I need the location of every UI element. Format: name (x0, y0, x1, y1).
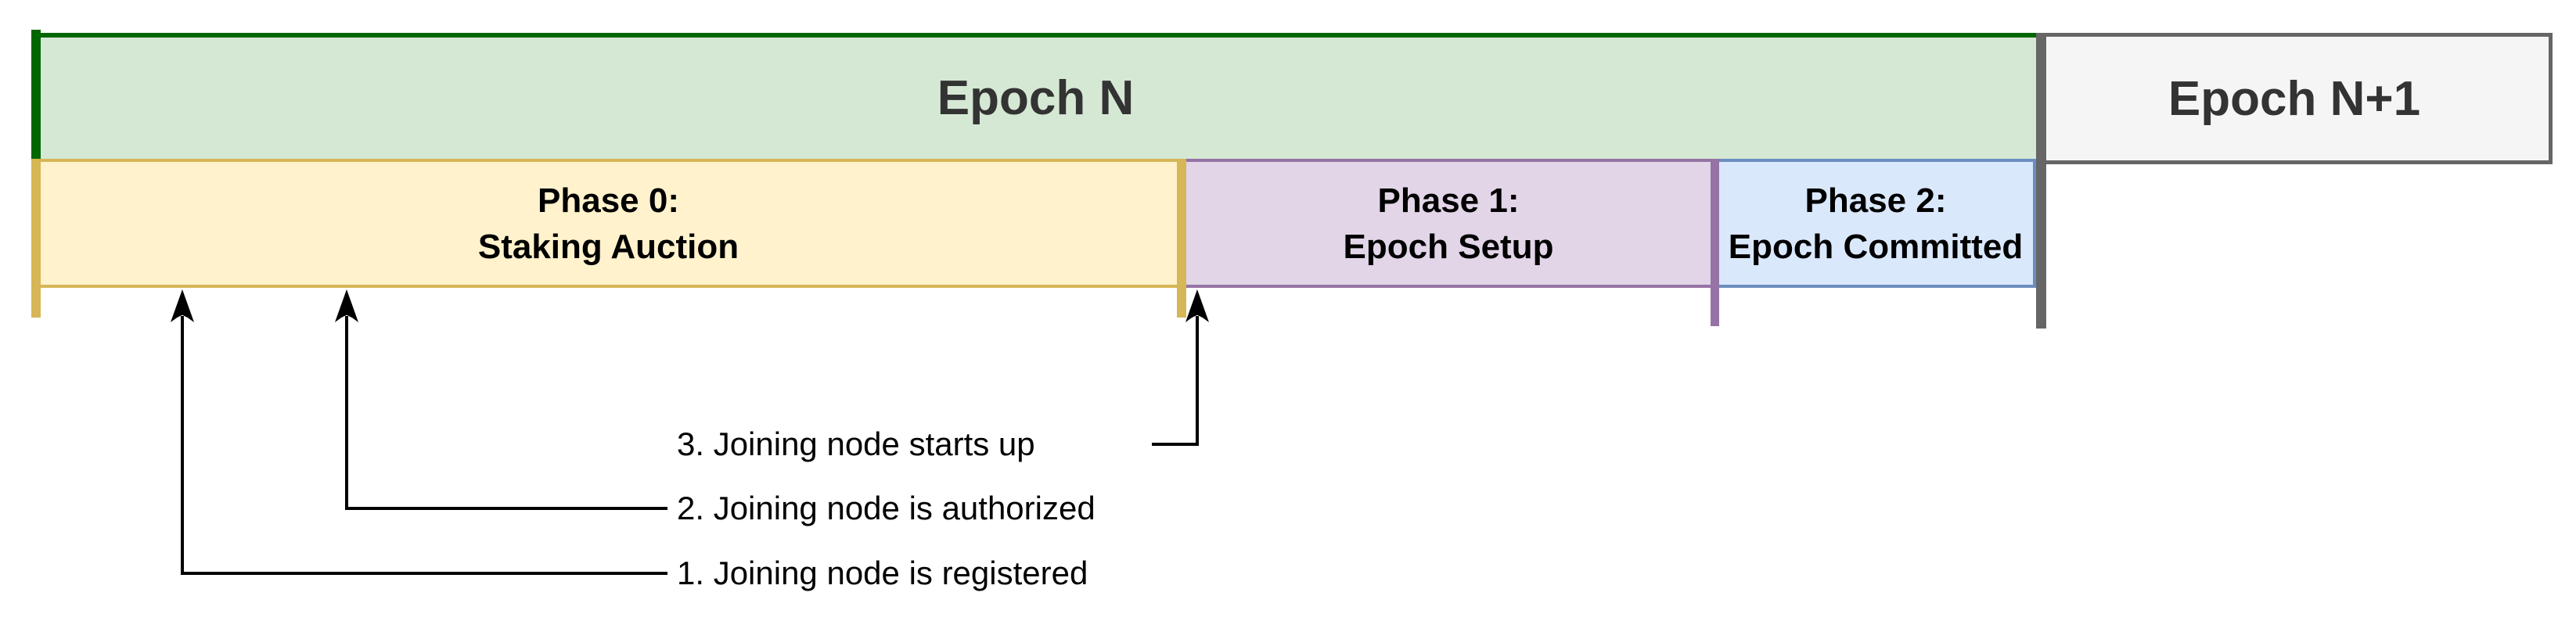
epoch-n1-label: Epoch N+1 (2168, 71, 2421, 126)
arrow-2-horizontal-line (347, 507, 667, 510)
phase-0-box: Phase 0: Staking Auction (35, 159, 1182, 288)
phase-1-label: Phase 1: Epoch Setup (1344, 178, 1554, 270)
phase-1-label-line2: Epoch Setup (1343, 227, 1554, 266)
phase-0-label-line1: Phase 0: (538, 181, 679, 220)
phase-2-box: Phase 2: Epoch Committed (1715, 159, 2036, 288)
arrow-3-horizontal-line (1152, 443, 1199, 446)
phase-2-label-line1: Phase 2: (1804, 181, 1947, 220)
phase-0-label-line2: Staking Auction (477, 227, 739, 266)
epoch-n-start-marker (31, 30, 41, 159)
arrow-2-vertical-line (345, 316, 348, 510)
phase-2-label-line2: Epoch Committed (1728, 227, 2024, 266)
phase-2-label: Phase 2: Epoch Committed (1729, 178, 2023, 270)
phase-1-end-marker (1711, 159, 1719, 326)
annotation-node-authorized: 2. Joining node is authorized (677, 490, 1096, 526)
arrow-1-horizontal-line (182, 572, 667, 575)
phase-1-label-line1: Phase 1: (1377, 181, 1520, 220)
phase-0-end-marker (1177, 159, 1186, 318)
arrow-3-vertical-line (1196, 316, 1199, 446)
phase-0-start-marker (31, 159, 41, 318)
annotation-node-registered: 1. Joining node is registered (677, 555, 1088, 591)
epoch-n-label: Epoch N (937, 71, 1135, 125)
epoch-n-band: Epoch N (35, 33, 2036, 159)
phase-1-box: Phase 1: Epoch Setup (1182, 159, 1715, 288)
epoch-n-end-marker (2036, 33, 2046, 329)
arrow-1-vertical-line (181, 316, 184, 575)
annotation-node-starts-up: 3. Joining node starts up (677, 426, 1035, 462)
epoch-n1-box: Epoch N+1 (2036, 33, 2553, 164)
phase-0-label: Phase 0: Staking Auction (478, 178, 739, 270)
